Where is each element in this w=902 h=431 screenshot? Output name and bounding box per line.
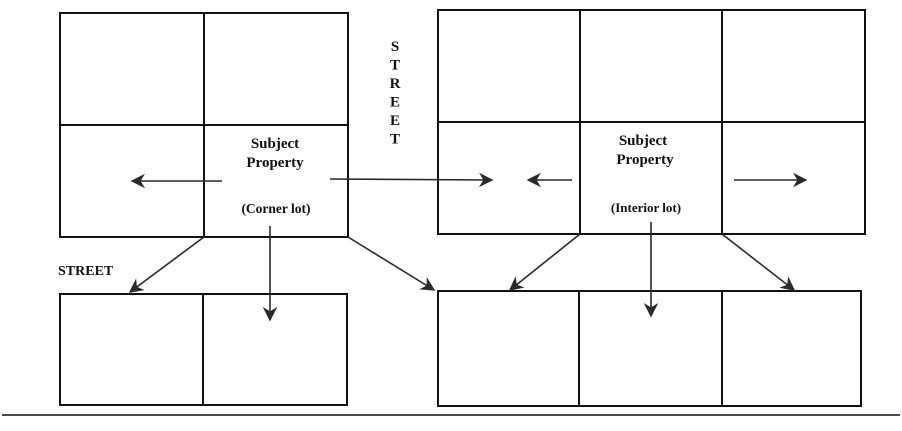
corner-lot-label-line1: Subject bbox=[251, 136, 299, 152]
corner-block-cell-top-right bbox=[203, 12, 349, 126]
interior-lot-label-line1: Subject bbox=[619, 133, 667, 149]
corner-arrow-down-right bbox=[347, 236, 436, 291]
interior-block-cell-top-right bbox=[721, 9, 866, 123]
bottom-right-block bbox=[437, 290, 862, 407]
street-vertical-letter: T bbox=[390, 132, 400, 148]
interior-lot-arrows bbox=[508, 172, 808, 318]
street-vertical-letter: E bbox=[390, 113, 400, 129]
interior-arrow-down-right bbox=[721, 233, 796, 291]
street-vertical-letter: S bbox=[391, 39, 399, 55]
street-vertical-letter: E bbox=[390, 95, 400, 111]
bottom-right-cell-left bbox=[437, 290, 580, 407]
interior-lot-label-line3: (Interior lot) bbox=[611, 200, 681, 215]
bottom-right-cell-right bbox=[721, 290, 862, 407]
bottom-left-block bbox=[59, 293, 348, 406]
corner-arrow-right bbox=[329, 172, 494, 188]
corner-lot-arrows bbox=[128, 172, 494, 322]
street-label-horizontal: STREET bbox=[58, 264, 114, 279]
corner-arrow-down-left bbox=[128, 236, 205, 293]
corner-lot-label-line2: Property bbox=[246, 155, 304, 171]
interior-lot-label-line2: Property bbox=[616, 152, 674, 168]
bottom-left-cell-left bbox=[59, 293, 204, 406]
interior-arrow-down-left bbox=[508, 233, 581, 291]
interior-block-cell-top-left bbox=[437, 9, 581, 123]
bottom-left-cell-right bbox=[202, 293, 348, 406]
street-label-vertical: STREET bbox=[390, 39, 401, 148]
corner-block-cell-top-left bbox=[59, 12, 205, 126]
street-vertical-letter: R bbox=[390, 76, 401, 92]
corner-lot-subject-cell bbox=[203, 124, 349, 238]
interior-block-cell-bottom-right bbox=[721, 121, 866, 235]
interior-block-cell-bottom-left bbox=[437, 121, 581, 235]
corner-lot-label-line3: (Corner lot) bbox=[241, 201, 310, 216]
interior-block-cell-top-middle bbox=[579, 9, 723, 123]
street-vertical-letter: T bbox=[390, 58, 400, 74]
